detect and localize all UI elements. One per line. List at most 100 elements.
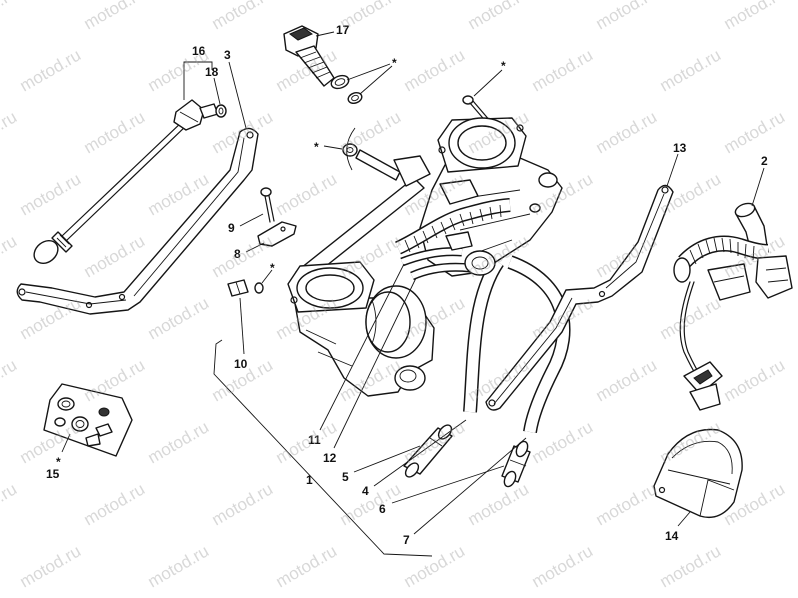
part-2-wiring-harness: [673, 202, 793, 411]
part-18-nut: [199, 103, 227, 119]
watermark-text: motod.ru: [657, 293, 725, 343]
fitting-5: [403, 424, 453, 478]
watermark-text: motod.ru: [721, 0, 789, 33]
hose-6: [507, 255, 571, 434]
leader-asterisk-washer: [323, 145, 343, 150]
watermark-text: motod.ru: [145, 541, 213, 591]
leader-11: [319, 263, 405, 431]
watermark-text: motod.ru: [81, 107, 149, 157]
watermark-text: motod.ru: [273, 541, 341, 591]
leader-5: [353, 445, 421, 473]
leader-6: [391, 465, 505, 504]
watermark-text: motod.ru: [17, 45, 85, 95]
callout-7: 7: [403, 533, 410, 547]
part-3-bracket: [16, 127, 259, 315]
part-9-screw: [260, 187, 275, 223]
leader-17: [315, 31, 335, 37]
callout-15: 15: [46, 467, 60, 481]
part-10-sensor: [227, 279, 249, 297]
watermark-text: motod.ru: [593, 0, 661, 33]
leader-15: [61, 433, 71, 453]
callout-3: 3: [224, 48, 231, 62]
leader-2: [751, 167, 765, 207]
callout-6: 6: [379, 502, 386, 516]
leader-8: [245, 242, 265, 253]
watermark-text: motod.ru: [17, 541, 85, 591]
watermark-text: motod.ru: [145, 293, 213, 343]
callout-8: 8: [234, 247, 241, 261]
watermark-text: motod.ru: [465, 479, 533, 529]
callout-5: 5: [342, 470, 349, 484]
leader-13: [666, 153, 679, 187]
throttle-body-assembly: [287, 117, 563, 397]
part-8-clip: [257, 221, 297, 247]
watermark-text: motod.ru: [209, 0, 277, 33]
callout-11: 11: [308, 433, 321, 447]
part-16-rod: [33, 99, 205, 265]
leader-3: [228, 61, 247, 129]
callout-12: 12: [323, 451, 337, 465]
leader-9: [239, 213, 264, 227]
watermark-text: motod.ru: [0, 231, 20, 281]
asterisk-washer: *: [314, 140, 319, 154]
watermark-text: motod.ru: [593, 355, 661, 405]
watermark-text: motod.ru: [529, 45, 597, 95]
leader-14: [677, 511, 691, 527]
callout-18: 18: [205, 65, 219, 79]
leader-asterisk-orings: [346, 63, 393, 95]
callout-17: 17: [336, 23, 350, 37]
callout-labels: 16 3 18 17 13 2 9 8 10 11 12 5 1 4 6 7 1…: [46, 23, 768, 547]
o-ring-lower: [347, 92, 363, 104]
hose-4: [463, 258, 504, 413]
watermark-text: motod.ru: [0, 479, 20, 529]
watermark-text: motod.ru: [529, 417, 597, 467]
o-ring-upper: [330, 74, 350, 90]
washer: [342, 127, 358, 171]
watermark-text: motod.ru: [529, 541, 597, 591]
watermark-text: motod.ru: [0, 355, 20, 405]
o-ring-10: [254, 282, 264, 294]
callout-4: 4: [362, 484, 369, 498]
callout-9: 9: [228, 221, 235, 235]
leader-10: [239, 297, 245, 355]
callout-13: 13: [673, 141, 687, 155]
asterisk-screw: *: [501, 59, 506, 73]
watermark-text: motod.ru: [81, 231, 149, 281]
fitting-7: [501, 440, 531, 488]
asterisk-sensor-10: *: [270, 261, 275, 275]
leader-18: [213, 77, 221, 105]
leader-lines: [61, 31, 765, 557]
part-13-bracket: [485, 184, 674, 411]
leader-1-bracket: [213, 339, 433, 557]
watermark-text: motod.ru: [81, 0, 149, 33]
watermark-text: motod.ru: [657, 45, 725, 95]
asterisk-orings: *: [392, 56, 397, 70]
watermark-text: motod.ru: [0, 0, 20, 33]
callout-16: 16: [192, 44, 206, 58]
watermark-text: motod.ru: [209, 479, 277, 529]
watermark-text: motod.ru: [273, 169, 341, 219]
leader-16: [183, 61, 213, 100]
part-17-sensor: [283, 25, 335, 87]
watermark-text: motod.ru: [145, 417, 213, 467]
watermark-text: motod.ru: [401, 45, 469, 95]
watermark-text: motod.ru: [721, 107, 789, 157]
watermark-text: motod.ru: [401, 541, 469, 591]
callout-10: 10: [234, 357, 248, 371]
watermark-text: motod.ru: [593, 479, 661, 529]
callout-1: 1: [306, 473, 313, 487]
watermark-text: motod.ru: [81, 479, 149, 529]
leader-asterisk-10: [261, 269, 273, 284]
part-14-cover: [653, 428, 743, 519]
callout-14: 14: [665, 529, 679, 543]
leader-4: [373, 419, 467, 487]
asterisk-kit-15: *: [56, 455, 61, 469]
watermark-text: motod.ru: [721, 355, 789, 405]
leader-7: [413, 437, 527, 535]
watermark-text: motod.ru: [337, 479, 405, 529]
watermark-text: motod.ru: [657, 541, 725, 591]
leader-asterisk-screw: [473, 69, 503, 97]
watermark-text: motod.ru: [17, 169, 85, 219]
watermark-text: motod.ru: [593, 107, 661, 157]
